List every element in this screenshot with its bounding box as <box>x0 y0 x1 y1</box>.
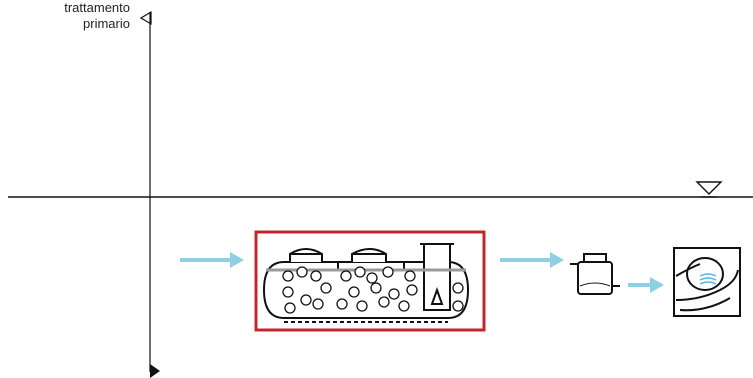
stage-label-line-1: trattamento <box>64 0 130 15</box>
outflow-arrow-icon <box>500 252 564 268</box>
stage-label-line-2: primario <box>83 16 130 31</box>
primary-treatment-highlight <box>254 230 486 332</box>
inflow-arrow-icon <box>180 252 244 268</box>
stage-label: trattamento primario <box>20 0 130 32</box>
axis-end-marker-icon <box>150 364 160 378</box>
stage-marker-icon <box>139 10 152 26</box>
septic-tank-icon <box>262 243 470 323</box>
dispersal-arrow-icon <box>628 277 664 293</box>
water-flow-icon <box>699 273 717 285</box>
water-level-icon <box>695 181 723 195</box>
distribution-box-icon <box>570 253 620 295</box>
filter-media-icon <box>282 266 464 314</box>
